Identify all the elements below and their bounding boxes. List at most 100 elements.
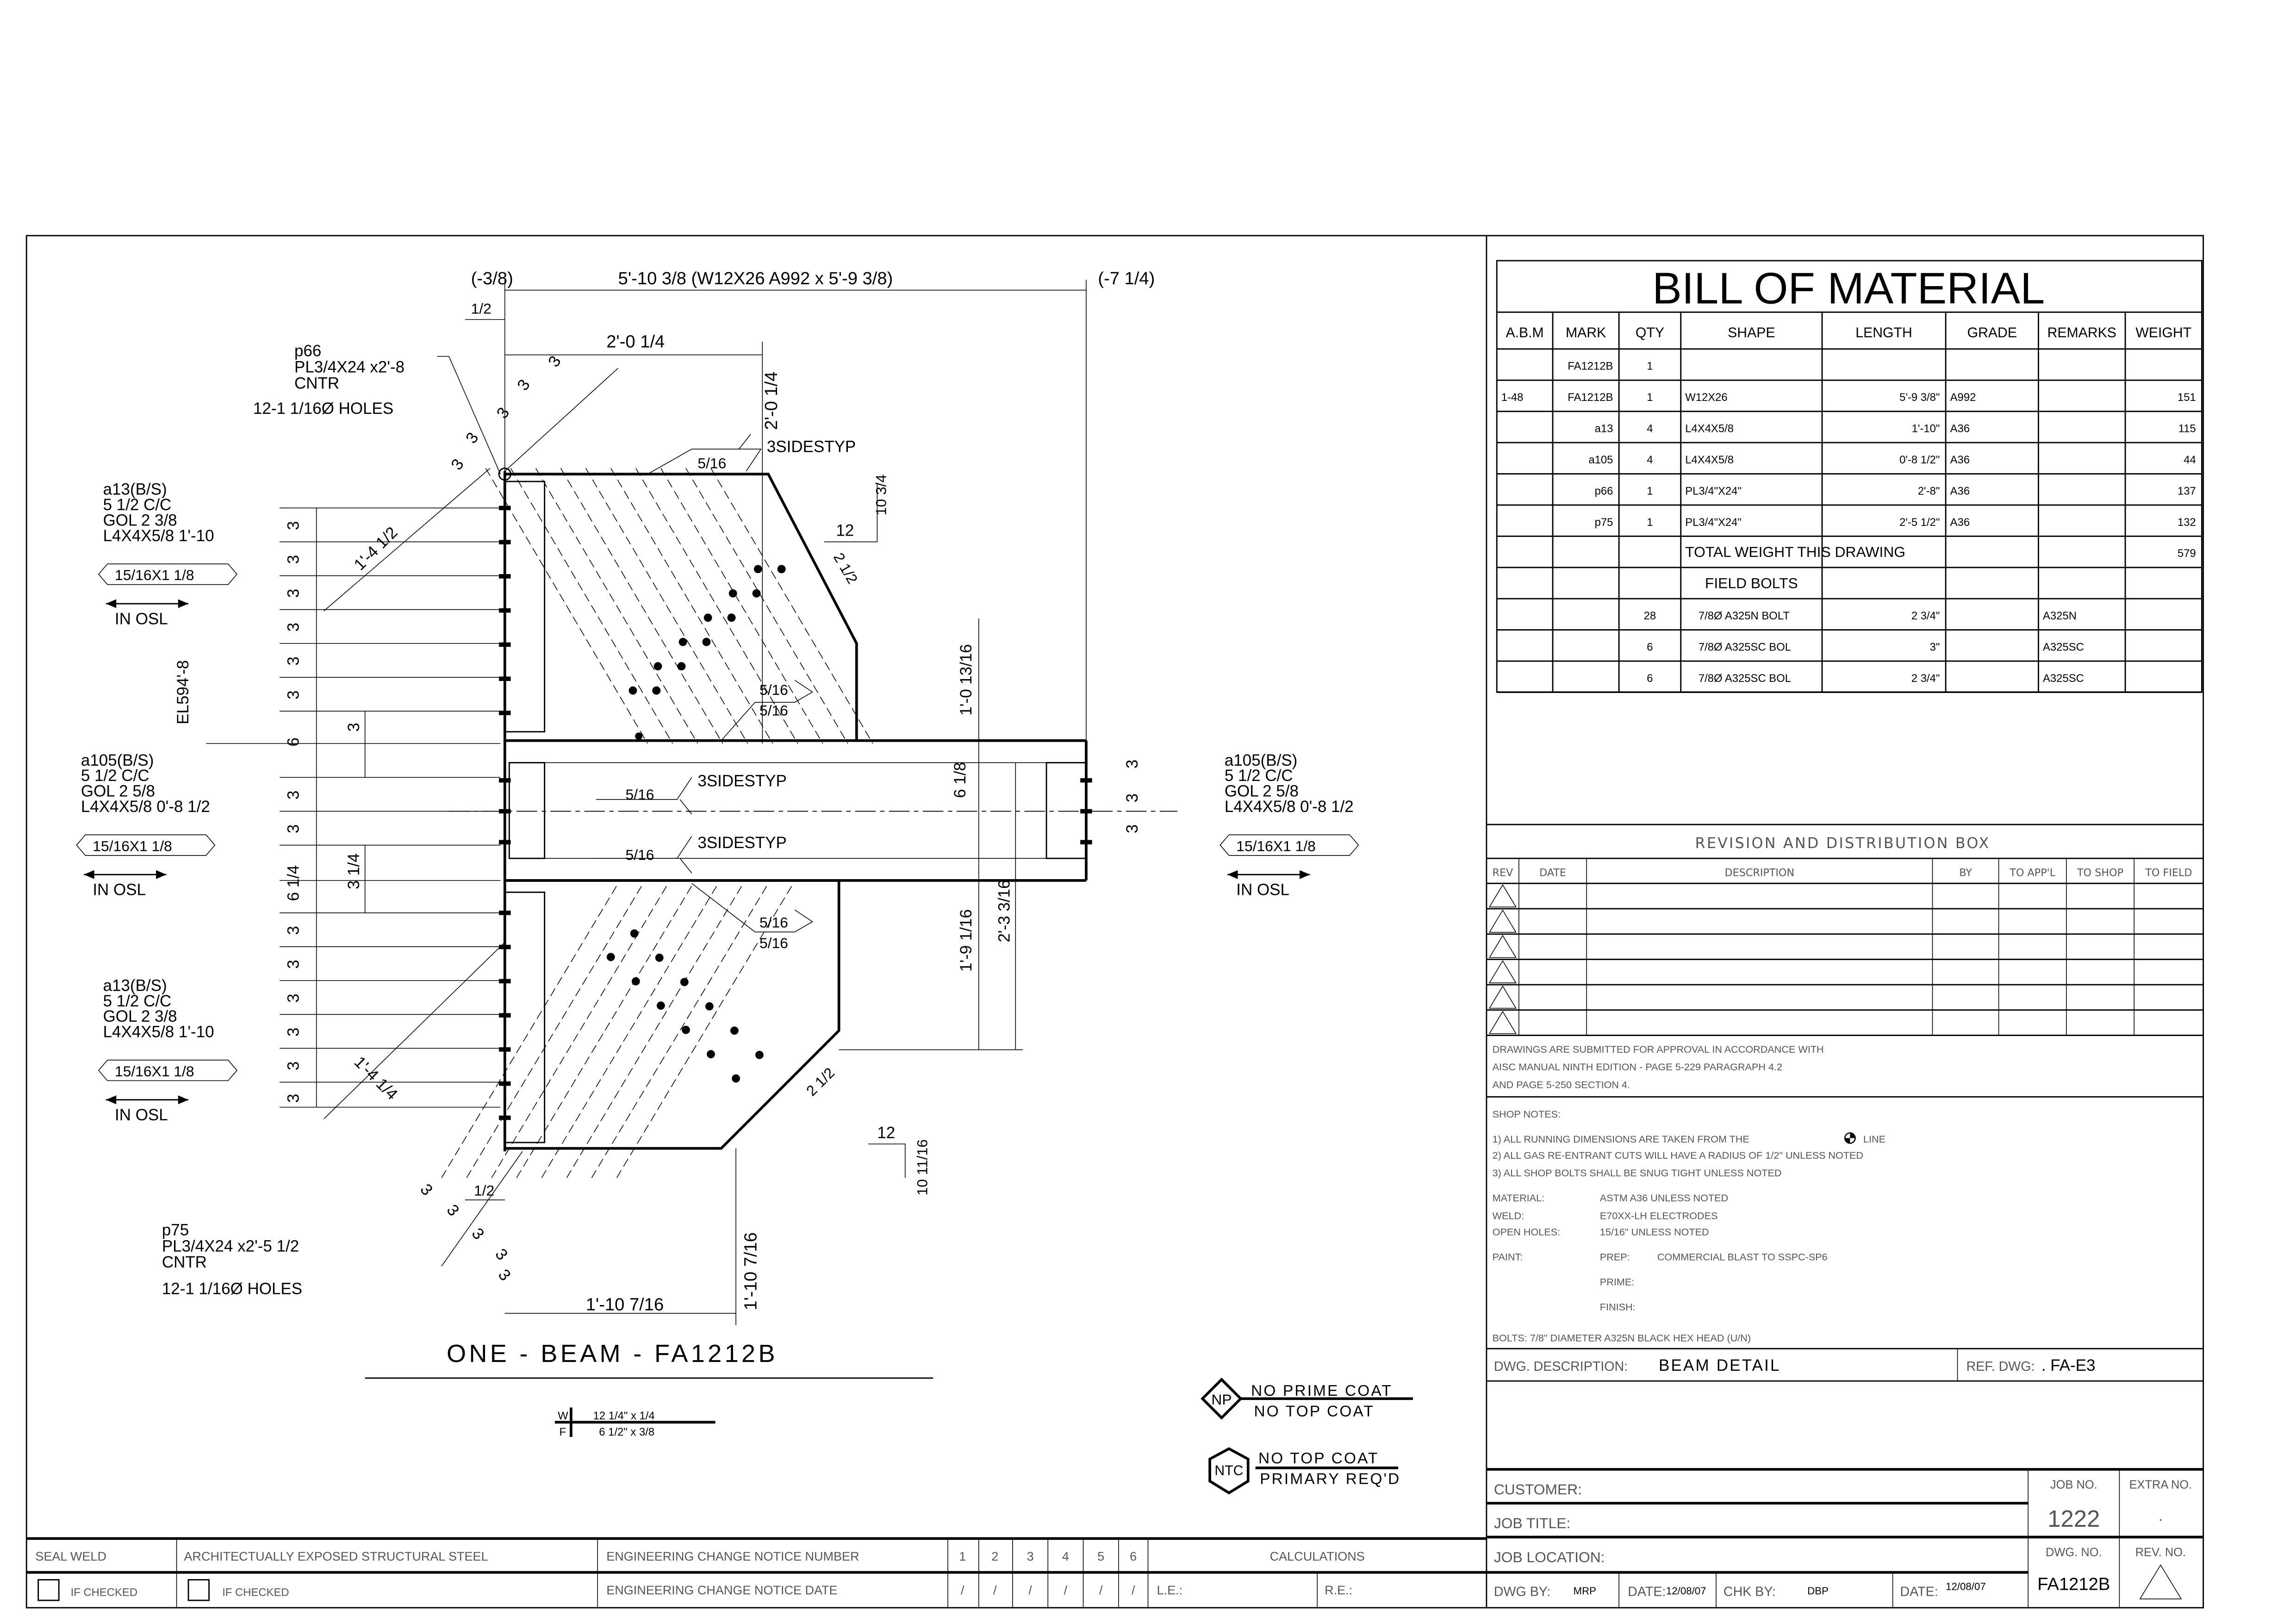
dim-three: 3 bbox=[345, 723, 363, 731]
bom-cell: 137 bbox=[2178, 485, 2196, 497]
dim-three: 3 bbox=[285, 824, 303, 833]
hole-tag bbox=[76, 834, 216, 856]
dim-three: 3 bbox=[285, 1062, 303, 1070]
bom-cell: 7/8Ø A325SC BOL bbox=[1699, 672, 1791, 685]
bom-cell: 5'-9 3/8" bbox=[1899, 391, 1940, 404]
ecn-col: 6 bbox=[1130, 1549, 1137, 1563]
elevation-label: EL594'-8 bbox=[174, 660, 192, 725]
ecn-date-mark: / bbox=[961, 1583, 964, 1597]
callout-line: p75 bbox=[162, 1221, 189, 1239]
top-clip-angle bbox=[504, 481, 546, 733]
shop-bolt-icon bbox=[1080, 778, 1092, 783]
revision-triangle-icon bbox=[1488, 985, 1517, 1009]
approval-note-line: AISC MANUAL NINTH EDITION - PAGE 5-229 P… bbox=[1493, 1061, 1782, 1073]
bom-cell: 0'-8 1/2" bbox=[1899, 454, 1940, 466]
callout-line: PL3/4X24 x2'-8 bbox=[294, 358, 404, 376]
callout-line: L4X4X5/8 0'-8 1/2 bbox=[81, 798, 210, 816]
weld-symbol-fillet: 5/16 5/16 5/16 5/16 bbox=[691, 680, 813, 951]
callout-line: 5 1/2 C/C bbox=[81, 767, 149, 785]
drawing-title: ONE - BEAM - FA1212B bbox=[447, 1340, 778, 1368]
approval-note-line: DRAWINGS ARE SUBMITTED FOR APPROVAL IN A… bbox=[1493, 1043, 1824, 1055]
bom-cell: TOTAL WEIGHT THIS DRAWING bbox=[1685, 543, 1905, 560]
chk-date-label: DATE: bbox=[1900, 1584, 1938, 1599]
dim-half: 1/2 bbox=[471, 300, 492, 317]
ntc-hexagon-icon bbox=[1208, 1447, 1250, 1495]
shop-bolt-icon bbox=[499, 809, 511, 814]
bolt-hole-icon bbox=[606, 953, 615, 962]
bolt-hole-icon bbox=[703, 613, 712, 622]
revision-title: REVISION AND DISTRIBUTION BOX bbox=[1695, 835, 1991, 852]
dim-overall-right: (-7 1/4) bbox=[1098, 269, 1155, 288]
bolts-note: BOLTS: 7/8" DIAMETER A325N BLACK HEX HEA… bbox=[1493, 1332, 1751, 1343]
np-diamond-icon bbox=[1201, 1377, 1243, 1420]
work-point-icon bbox=[635, 732, 643, 740]
dim-bottom-plate-height: 1'-10 7/16 bbox=[741, 1232, 761, 1311]
dim-three: 3 bbox=[417, 1181, 436, 1199]
callout-line: a105(B/S) bbox=[1225, 751, 1297, 769]
job-no: 1222 bbox=[2047, 1505, 2100, 1532]
customer-label: CUSTOMER: bbox=[1494, 1481, 1582, 1498]
callout-line: 5 1/2 C/C bbox=[103, 992, 172, 1010]
dim-three: 3 bbox=[285, 1028, 303, 1037]
bom-cell: 132 bbox=[2178, 516, 2196, 529]
bom-cell: 2'-5 1/2" bbox=[1899, 516, 1940, 529]
bom-header: GRADE bbox=[1967, 325, 2017, 340]
callout-line: L4X4X5/8 1'-10 bbox=[103, 527, 214, 545]
dwg-description-label: DWG. DESCRIPTION: bbox=[1494, 1359, 1628, 1374]
revision-triangle-icon bbox=[1488, 1011, 1517, 1034]
revision-header: DATE bbox=[1539, 867, 1566, 879]
bom-cell: A325SC bbox=[2043, 641, 2084, 653]
bom-header: A.B.M bbox=[1506, 325, 1543, 340]
bom-cell: 151 bbox=[2178, 391, 2196, 404]
shop-bolt-icon bbox=[499, 506, 511, 511]
callout-line: a13(B/S) bbox=[103, 481, 167, 499]
bolt-hole-icon bbox=[655, 953, 664, 962]
centerline-suffix: LINE bbox=[1863, 1133, 1885, 1145]
shop-notes-heading: SHOP NOTES: bbox=[1493, 1108, 1561, 1120]
bolt-hole-icon bbox=[656, 1001, 665, 1010]
dim-upper-vertical: 1'-0 13/16 bbox=[957, 644, 975, 715]
work-point-icon bbox=[498, 468, 511, 481]
chk-by: DBP bbox=[1807, 1585, 1829, 1597]
callout-line: GOL 2 5/8 bbox=[1225, 782, 1299, 800]
revision-header: TO SHOP bbox=[2077, 867, 2123, 879]
bom-cell: L4X4X5/8 bbox=[1685, 423, 1734, 435]
aess-checkbox[interactable] bbox=[187, 1579, 210, 1601]
seal-weld-checkbox[interactable] bbox=[37, 1579, 60, 1601]
bolt-pattern bbox=[499, 506, 1092, 1120]
shop-bolt-icon bbox=[499, 911, 511, 915]
dim-three: 3 bbox=[468, 1224, 488, 1243]
weld-symbol-top: 5/16 3SIDESTYP bbox=[647, 434, 856, 475]
sheet-border bbox=[25, 235, 2204, 1609]
bolt-hole-icon bbox=[630, 929, 639, 938]
np-symbol: NP bbox=[1211, 1391, 1232, 1408]
ntc-line2: PRIMARY REQ'D bbox=[1260, 1471, 1400, 1488]
bom-cell: 2 3/4" bbox=[1911, 610, 1940, 622]
dim-three: 3 bbox=[285, 1094, 303, 1103]
dim-three: 3 bbox=[285, 993, 303, 1002]
ecn-date-mark: / bbox=[1028, 1583, 1032, 1597]
revision-row bbox=[1486, 1011, 2203, 1036]
beam-detail-drawing: ONE - BEAM - FA1212B (-3/8) 5'-10 3/8 (W… bbox=[76, 269, 1359, 1379]
bom-cell: 28 bbox=[1644, 610, 1656, 622]
shop-bolt-icon bbox=[499, 540, 511, 544]
dim-beam-depth: 6 1/8 bbox=[951, 762, 969, 798]
dim-bottom-plate-width: 1'-10 7/16 bbox=[586, 1294, 664, 1314]
weld-f-value: 6 1/2" x 3/8 bbox=[599, 1426, 654, 1438]
callout-line: GOL 2 5/8 bbox=[81, 782, 155, 800]
callout-line: p66 bbox=[294, 342, 321, 360]
shop-bolt-icon bbox=[499, 608, 511, 613]
shop-notes: SHOP NOTES: 1) ALL RUNNING DIMENSIONS AR… bbox=[1493, 1108, 1885, 1343]
dim-three: 3 bbox=[462, 429, 482, 447]
revision-triangle-icon bbox=[1488, 960, 1517, 984]
dim-overall-left: (-3/8) bbox=[471, 269, 513, 288]
aess-label: ARCHITECTUALLY EXPOSED STRUCTURAL STEEL bbox=[184, 1549, 488, 1563]
if-checked-label: IF CHECKED bbox=[71, 1586, 137, 1599]
